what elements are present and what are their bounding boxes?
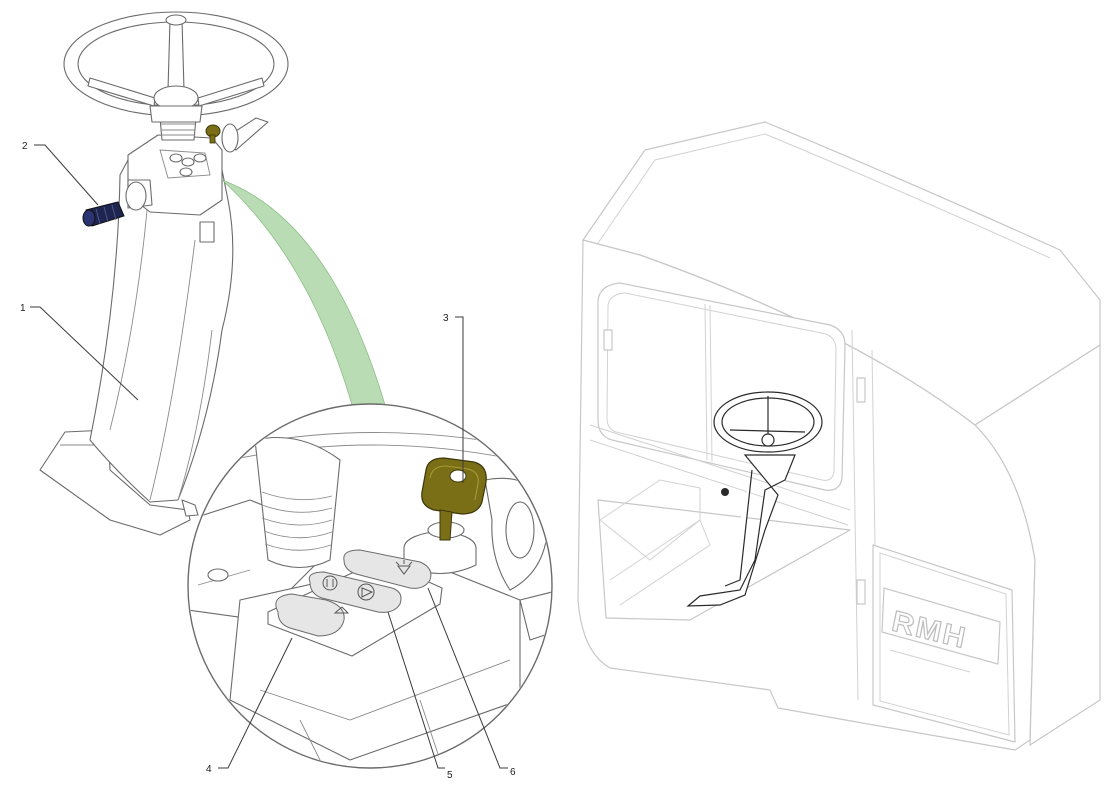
- steering-column-icon: [39, 117, 269, 536]
- callout-2: 2: [22, 141, 28, 152]
- ignition-key-icon: [421, 457, 487, 541]
- callout-4: 4: [206, 764, 212, 775]
- cab-steering-column-icon: [686, 391, 823, 607]
- callout-leaders: [30, 144, 508, 769]
- detail-connector-band: [221, 179, 386, 406]
- button-panel-icon: [267, 549, 443, 657]
- steering-wheel-icon: [63, 11, 289, 123]
- control-knob-icon: [82, 201, 125, 227]
- ignition-key-small-icon: [205, 124, 221, 144]
- cab-enclosure-icon: RMH: [577, 121, 1101, 751]
- callout-5: 5: [447, 770, 453, 781]
- callout-6: 6: [510, 767, 516, 778]
- callout-3: 3: [443, 313, 449, 324]
- callout-1: 1: [20, 303, 26, 314]
